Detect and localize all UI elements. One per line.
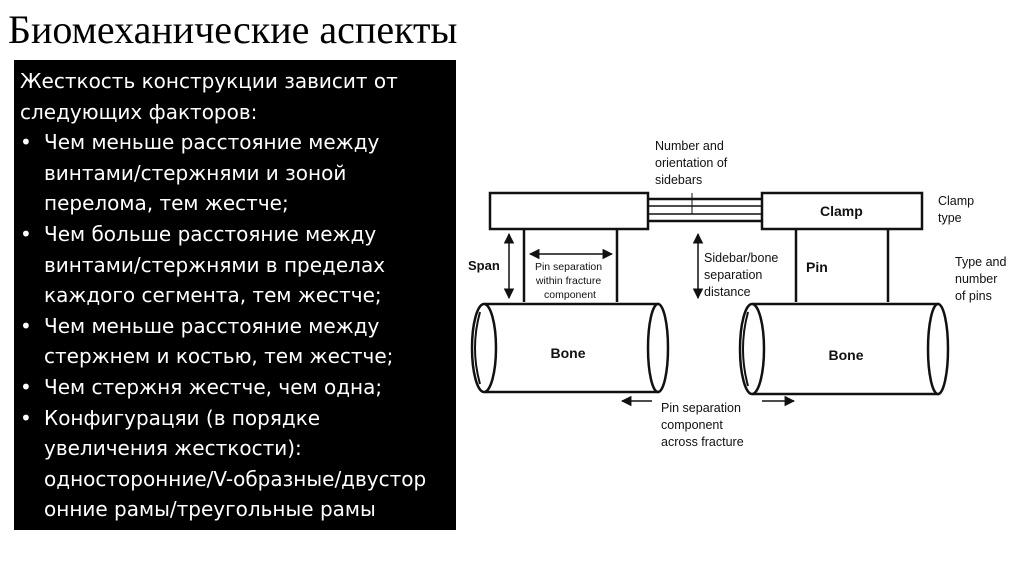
pins-type-label-line: of pins	[955, 289, 992, 303]
pins-type-label-line: number	[955, 272, 997, 286]
factor-item: • Конфигурацяи (в порядке увеличения жес…	[20, 403, 456, 525]
left-bone-cylinder	[470, 302, 670, 394]
factor-item: • Чем стержня жестче, чем одна;	[20, 372, 456, 403]
pins-type-label-line: Type and	[955, 255, 1006, 269]
sidebars-label-line: orientation of	[655, 156, 728, 170]
factor-line: Чем меньше расстояние между	[44, 313, 380, 338]
sidebar-bone-label-line: Sidebar/bone	[704, 251, 778, 265]
clamp-type-label: Clamp type	[938, 194, 978, 225]
intro-text: Жесткость конструкции зависит от следующ…	[20, 66, 456, 127]
factor-line: винтами/стержнями и зоной	[44, 160, 347, 185]
factor-item: • Чем меньше расстояние между стержнем и…	[20, 311, 456, 372]
factor-list: • Чем меньше расстояние между винтами/ст…	[20, 127, 456, 525]
factor-line: винтами/стержнями в пределах	[44, 252, 386, 277]
factors-text-box: Жесткость конструкции зависит от следующ…	[14, 60, 456, 530]
factor-line: Чем стержня жестче, чем одна;	[44, 374, 383, 399]
sidebars-label-line: Number and	[655, 139, 724, 153]
clamp-type-label-line: type	[938, 211, 962, 225]
sidebar-bone-label: Sidebar/bone separation distance	[704, 251, 782, 299]
sidebar-bone-label-line: distance	[704, 285, 751, 299]
pin-separation-within-label: Pin separation within fracture component	[535, 261, 605, 301]
sidebars-label-line: sidebars	[655, 173, 702, 187]
left-pins	[522, 229, 619, 302]
span-label: Span	[468, 258, 500, 273]
pin-separation-within-line: component	[544, 289, 596, 301]
pins-type-label: Type and number of pins	[955, 255, 1010, 303]
pin-label: Pin	[806, 259, 828, 275]
factor-item: • Чем меньше расстояние между винтами/ст…	[20, 127, 456, 219]
factor-line: каждого сегмента, тем жестче;	[44, 283, 382, 308]
sidebar-bone-label-line: separation	[704, 268, 762, 282]
bullet-glyph: •	[20, 313, 32, 338]
left-clamp-block	[488, 191, 650, 231]
factor-line: Конфигурацяи (в порядке	[44, 405, 321, 430]
clamp-type-label-line: Clamp	[938, 194, 974, 208]
intro-line: следующих факторов:	[20, 99, 258, 124]
right-bone-cylinder	[738, 302, 950, 396]
factor-line: онние рамы/треугольные рамы	[44, 497, 376, 522]
pin-separation-across-label: Pin separation component across fracture	[661, 401, 744, 449]
right-pins	[794, 229, 890, 302]
sidebars-label: Number and orientation of sidebars	[655, 139, 731, 187]
intro-line: Жесткость конструкции зависит от	[20, 69, 398, 93]
factor-line: односторонние/V-образные/двустор	[44, 466, 427, 491]
bullet-glyph: •	[20, 405, 32, 430]
slide-title: Биомеханические аспекты	[8, 7, 458, 52]
pin-separation-across-line: component	[661, 418, 723, 432]
pin-separation-across-line: across fracture	[661, 435, 744, 449]
bullet-glyph: •	[20, 374, 32, 399]
external-fixator-diagram: Number and orientation of sidebars Clamp…	[468, 139, 1010, 449]
pin-separation-within-line: within fracture	[535, 275, 602, 287]
pin-separation-within-line: Pin separation	[535, 261, 602, 273]
bullet-glyph: •	[20, 130, 32, 155]
factor-line: стержнем и костью, тем жестче;	[44, 344, 394, 369]
sidebar-bars	[645, 197, 762, 223]
factor-line: Чем меньше расстояние между	[44, 130, 380, 155]
factor-line: увеличения жесткости):	[44, 436, 302, 461]
bone-label-right: Bone	[829, 347, 864, 363]
pin-separation-across-line: Pin separation	[661, 401, 741, 415]
right-clamp-block	[760, 191, 924, 231]
clamp-label: Clamp	[820, 203, 863, 219]
factor-line: Чем больше расстояние между	[44, 221, 377, 246]
bullet-glyph: •	[20, 221, 32, 246]
factor-line: перелома, тем жестче;	[44, 191, 289, 216]
bone-label-left: Bone	[551, 345, 586, 361]
factor-item: • Чем больше расстояние между винтами/ст…	[20, 219, 456, 311]
